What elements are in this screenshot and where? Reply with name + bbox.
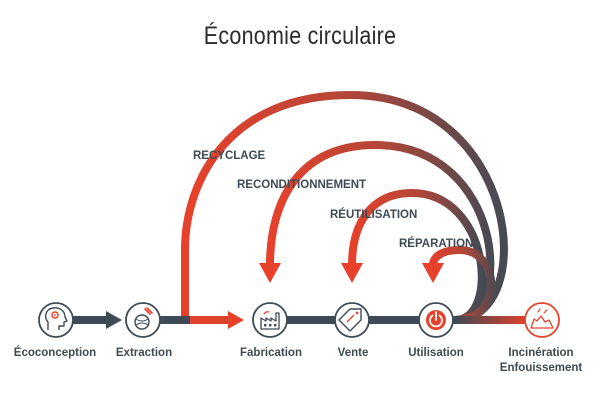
ecoconception-node: [38, 302, 74, 338]
reconditionnement-label: RECONDITIONNEMENT: [237, 179, 366, 191]
reparation-label: RÉPARATION: [399, 237, 473, 250]
utilisation-node: [418, 302, 454, 338]
price-tag-icon: [338, 308, 362, 332]
extraction-label: Extraction: [116, 347, 172, 359]
recyclage-label: RECYCLAGE: [193, 150, 266, 162]
power-icon: [426, 310, 446, 330]
vente-label: Vente: [338, 347, 369, 359]
fabrication-node: [252, 302, 288, 338]
enfouissement-label: Enfouissement: [500, 362, 583, 374]
reparation-loop-arrow: [422, 246, 496, 324]
reconditionnement-loop-arrow: [259, 141, 495, 324]
globe-mining-icon: [134, 307, 153, 330]
main-flow-line: [73, 311, 420, 329]
reutilisation-loop-arrow: [341, 189, 486, 324]
utilisation-label: Utilisation: [408, 347, 464, 359]
head-gears-icon: [45, 307, 68, 330]
ecoconception-label: Écoconception: [14, 346, 96, 359]
fabrication-label: Fabrication: [240, 347, 302, 359]
incineration-label: Incinération: [508, 347, 573, 359]
recyclage-loop-arrow: [181, 91, 508, 329]
vente-node: [334, 302, 370, 338]
landfill-icon: [530, 308, 554, 329]
factory-icon: [260, 311, 280, 330]
end-of-life-node: [524, 302, 560, 338]
reutilisation-label: RÉUTILISATION: [330, 208, 417, 221]
page-title: Économie circulaire: [203, 22, 397, 50]
extraction-node: [125, 302, 161, 338]
